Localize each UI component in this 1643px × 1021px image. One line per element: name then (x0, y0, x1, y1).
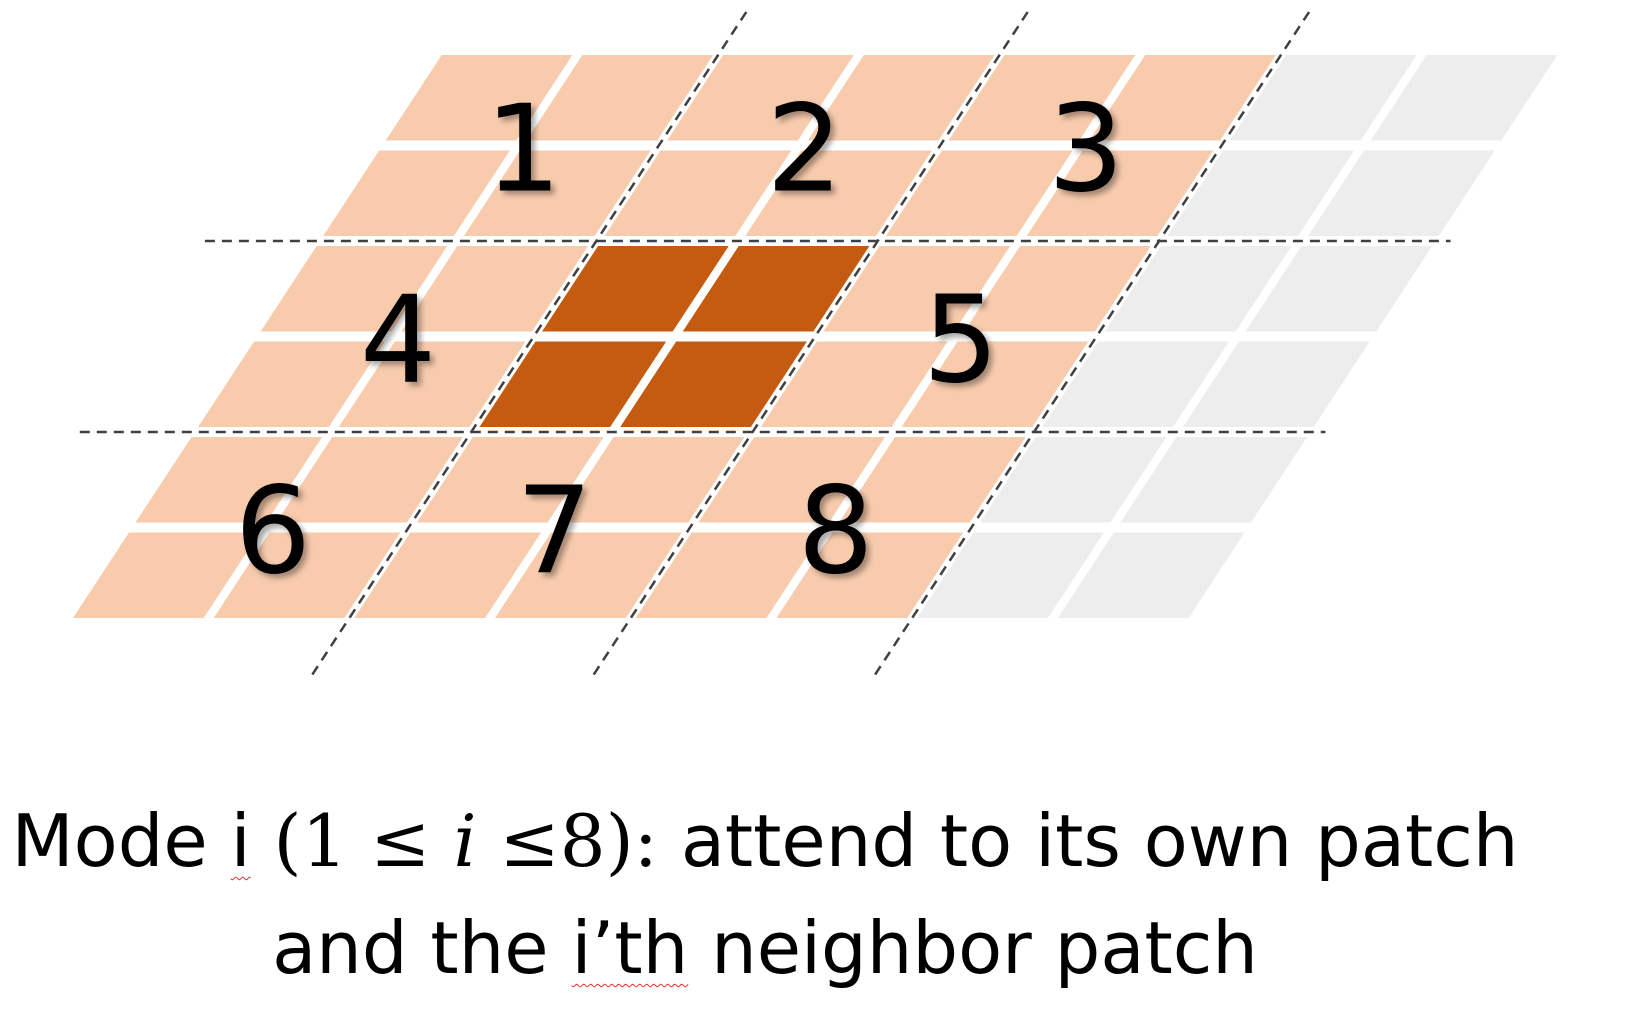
caption-ith: i’th (571, 906, 689, 990)
neighbor-cell (698, 437, 886, 523)
caption-mode-index: i (230, 799, 251, 883)
center-patch-cell (479, 341, 667, 427)
caption-line-2: and the i’th neighbor patch (0, 912, 1530, 984)
center-patch-cell (542, 246, 729, 332)
center-patch-cell (682, 246, 870, 332)
inactive-cell (1120, 437, 1308, 523)
grid-cells (72, 55, 1558, 618)
neighbor-cell (401, 246, 589, 332)
vertical-patch-divider (589, 11, 1029, 681)
inactive-cell (917, 532, 1104, 618)
neighbor-cell (354, 532, 542, 618)
caption-line-1: Mode i (1 ≤ i ≤8): attend to its own pat… (0, 805, 1530, 877)
neighbor-cell (760, 341, 948, 427)
patch-label-6: 6 (235, 463, 311, 602)
caption-leq-1: ≤ (370, 799, 431, 883)
patch-labels: 1 2 3 4 5 6 7 8 (235, 81, 1124, 602)
patch-label-8: 8 (798, 463, 874, 602)
caption-line-2-start: and the (272, 906, 549, 990)
caption-leq-2: ≤ (499, 799, 560, 883)
patch-label-4: 4 (360, 272, 436, 411)
neighbor-cell (213, 532, 401, 618)
neighbor-cell (1026, 150, 1214, 236)
inactive-cell (1104, 246, 1292, 332)
inactive-cell (1182, 341, 1370, 427)
neighbor-cell (198, 341, 385, 427)
inactive-cell (1370, 55, 1558, 141)
inactive-cell (1042, 341, 1229, 427)
caption-mode-word: Mode (11, 799, 208, 883)
neighbor-cell (604, 150, 792, 236)
neighbor-cell (839, 437, 1026, 523)
neighbor-cell (885, 150, 1073, 236)
neighbor-cell (667, 55, 854, 141)
neighbor-cell (964, 246, 1151, 332)
inactive-cell (1057, 532, 1245, 618)
neighbor-cell (526, 55, 714, 141)
vertical-patch-divider (307, 11, 748, 681)
patch-label-3: 3 (1048, 81, 1124, 220)
center-patch-cell (620, 341, 807, 427)
neighbor-cell (635, 532, 823, 618)
vertical-patch-divider (870, 11, 1311, 681)
inactive-cell (979, 437, 1167, 523)
neighbor-cell (416, 437, 604, 523)
neighbor-cell (901, 341, 1089, 427)
neighbor-cell (338, 341, 526, 427)
neighbor-cell (807, 55, 995, 141)
neighbor-cell (495, 532, 682, 618)
patch-dividers (79, 11, 1451, 681)
neighbor-cell (385, 55, 573, 141)
neighbor-cell (745, 150, 932, 236)
neighbor-cell (1089, 55, 1276, 141)
neighbor-cell (948, 55, 1136, 141)
caption-line-1-rest: attend to its own patch (680, 799, 1519, 883)
caption-math-open: (1 (273, 799, 348, 883)
neighbor-cell (260, 246, 448, 332)
caption-line-2-end: neighbor patch (711, 906, 1258, 990)
patch-label-5: 5 (923, 272, 999, 411)
neighbor-cell (776, 532, 964, 618)
caption-math-close: 8): (559, 799, 658, 883)
patch-grid-diagram: 1 2 3 4 5 6 7 8 (72, 11, 1558, 681)
neighbor-cell (323, 150, 510, 236)
neighbor-cell (823, 246, 1011, 332)
neighbor-cell (557, 437, 745, 523)
neighbor-cell (72, 532, 260, 618)
inactive-cell (1245, 246, 1433, 332)
patch-label-7: 7 (516, 463, 592, 602)
inactive-cell (1167, 150, 1355, 236)
inactive-cell (1308, 150, 1495, 236)
patch-label-1: 1 (485, 81, 561, 220)
neighbor-cell (463, 150, 651, 236)
neighbor-cell (276, 437, 463, 523)
patch-label-2: 2 (766, 81, 842, 220)
caption-variable-i: i (453, 799, 477, 883)
inactive-cell (1229, 55, 1417, 141)
neighbor-cell (135, 437, 323, 523)
